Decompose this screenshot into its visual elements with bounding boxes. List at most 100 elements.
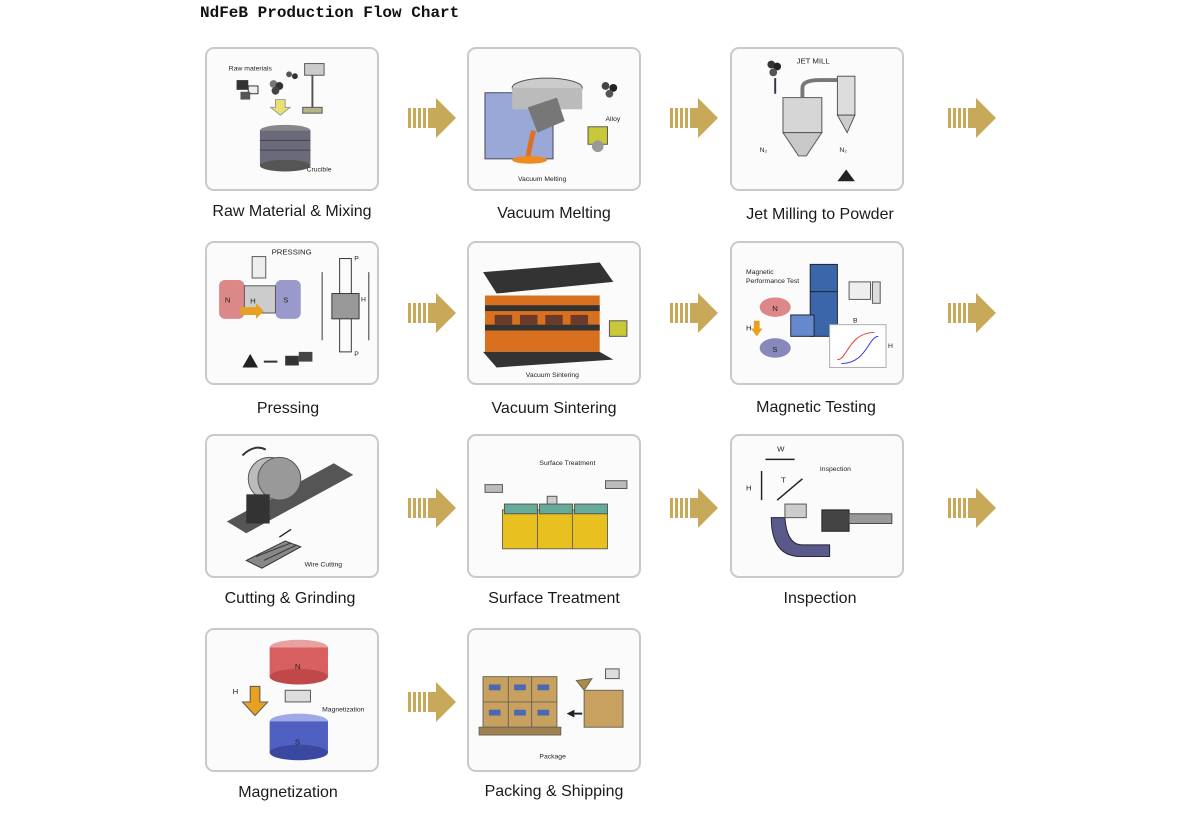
- south-pole-label: S: [295, 738, 300, 747]
- workpiece-icon: [284, 689, 311, 703]
- caption-magnetic-testing: Magnetic Testing: [756, 399, 876, 416]
- down-arrow-icon: [269, 99, 292, 116]
- alloy-label: Alloy: [606, 116, 621, 123]
- powder-pile-icon: [242, 353, 258, 368]
- pump-icon: [587, 126, 608, 153]
- molten-stream: [525, 130, 536, 159]
- computer-icon: [848, 281, 881, 304]
- caption-jet-milling: Jet Milling to Powder: [746, 206, 894, 223]
- package-label: Package: [539, 753, 566, 760]
- raw-cubes-icon: [236, 80, 259, 100]
- field-h-label: H: [233, 687, 239, 696]
- hysteresis-chart-icon: [829, 324, 887, 368]
- p-label: P: [354, 351, 359, 358]
- plating-tanks-icon: [501, 503, 608, 550]
- h-axis-label: H: [888, 343, 893, 350]
- p-label: P: [354, 256, 359, 263]
- caption-vacuum-melting: Vacuum Melting: [497, 205, 611, 222]
- step-card-pressing: PRESSING N H S P P H: [205, 241, 379, 385]
- die-cross-section-icon: [321, 258, 370, 353]
- magnetic-label: Magnetic: [746, 269, 774, 276]
- raw-materials-label: Raw materials: [229, 65, 273, 72]
- vacuum-sintering-label: Vacuum Sintering: [526, 372, 579, 379]
- caption-cutting: Cutting & Grinding: [224, 590, 356, 607]
- flow-arrow-icon: [948, 488, 996, 528]
- chart-title: NdFeB Production Flow Chart: [200, 4, 460, 22]
- mill-vessel-icon: [782, 75, 856, 157]
- thickness-arrow-icon: [776, 478, 803, 501]
- step-card-cutting: Wire Cutting: [205, 434, 379, 578]
- parts-racks-icon: [484, 480, 628, 505]
- step-card-magnetic-testing: Magnetic Performance Test N H S B H: [730, 241, 904, 385]
- step-card-raw-material: Raw materials Crucible: [205, 47, 379, 191]
- nitrogen-label: N₂: [839, 147, 847, 154]
- step-card-packing: Package: [467, 628, 641, 772]
- caption-surface-treatment: Surface Treatment: [488, 590, 620, 607]
- open-box-icon: [575, 668, 624, 728]
- caption-packing: Packing & Shipping: [484, 783, 624, 800]
- south-magnet-icon: [269, 713, 328, 761]
- thickness-label: T: [781, 476, 786, 485]
- step-card-jet-milling: JET MILL N₂ N₂: [730, 47, 904, 191]
- left-arrow-icon: [566, 709, 575, 718]
- flow-arrow-icon: [670, 293, 718, 333]
- h-label: H: [361, 296, 366, 303]
- performance-test-label: Performance Test: [746, 278, 799, 285]
- test-magnet-icon: [759, 297, 815, 358]
- crucible-icon: [527, 97, 565, 133]
- caption-raw-material: Raw Material & Mixing: [212, 203, 372, 220]
- field-h-label: H: [250, 296, 256, 305]
- step-card-vacuum-melting: Alloy Vacuum Melting: [467, 47, 641, 191]
- height-label: H: [746, 483, 752, 492]
- step-card-surface-treatment: Surface Treatment: [467, 434, 641, 578]
- caption-pressing: Pressing: [256, 400, 320, 417]
- flow-arrow-icon: [670, 488, 718, 528]
- nitrogen-label: N₂: [760, 147, 768, 154]
- wire-cutting-label: Wire Cutting: [305, 561, 343, 568]
- flow-arrow-icon: [948, 293, 996, 333]
- north-pole-label: N: [772, 304, 778, 313]
- cutting-machine-icon: [226, 456, 354, 534]
- north-pole-label: N: [225, 295, 231, 304]
- width-label: W: [777, 445, 785, 454]
- micrometer-icon: [770, 503, 893, 558]
- caption-magnetization: Magnetization: [238, 784, 338, 801]
- flow-arrow-icon: [408, 293, 456, 333]
- b-axis-label: B: [853, 318, 858, 325]
- flow-arrow-icon: [408, 682, 456, 722]
- pellets-icon: [269, 71, 298, 95]
- crucible-label: Crucible: [307, 167, 332, 174]
- powder-pile-icon: [837, 169, 855, 182]
- sintering-furnace-icon: [483, 262, 614, 368]
- south-pole-label: S: [772, 345, 777, 354]
- caption-vacuum-sintering: Vacuum Sintering: [491, 400, 617, 417]
- north-magnet-icon: [269, 639, 328, 685]
- vacuum-melting-label: Vacuum Melting: [518, 176, 566, 183]
- field-h-label: H: [746, 324, 752, 333]
- inspection-label: Inspection: [820, 466, 851, 473]
- crucible-icon: [259, 124, 311, 172]
- step-card-vacuum-sintering: Vacuum Sintering: [467, 241, 641, 385]
- alloy-chunks-icon: [601, 82, 618, 98]
- pump-icon: [608, 320, 628, 337]
- south-pole-label: S: [283, 295, 288, 304]
- field-arrow-icon: [241, 685, 269, 717]
- scale-icon: [302, 63, 325, 114]
- pressing-label: PRESSING: [272, 248, 312, 257]
- magnetization-label: Magnetization: [322, 707, 365, 714]
- step-card-inspection: W T H Inspection: [730, 434, 904, 578]
- caption-inspection: Inspection: [783, 590, 857, 607]
- step-card-magnetization: N H Magnetization S: [205, 628, 379, 772]
- field-arrow-icon: [750, 320, 763, 337]
- powder-chunks-icon: [767, 60, 782, 77]
- pallet-boxes-icon: [478, 676, 562, 736]
- flow-arrow-icon: [408, 488, 456, 528]
- flow-arrow-icon: [948, 98, 996, 138]
- north-pole-label: N: [295, 662, 301, 671]
- flow-arrow-icon: [408, 98, 456, 138]
- pressed-blocks-icon: [285, 351, 313, 366]
- flow-arrow-icon: [670, 98, 718, 138]
- jet-mill-label: JET MILL: [797, 57, 831, 66]
- wire-cut-slices-icon: [245, 540, 302, 569]
- rotation-arrow-icon: [241, 446, 267, 457]
